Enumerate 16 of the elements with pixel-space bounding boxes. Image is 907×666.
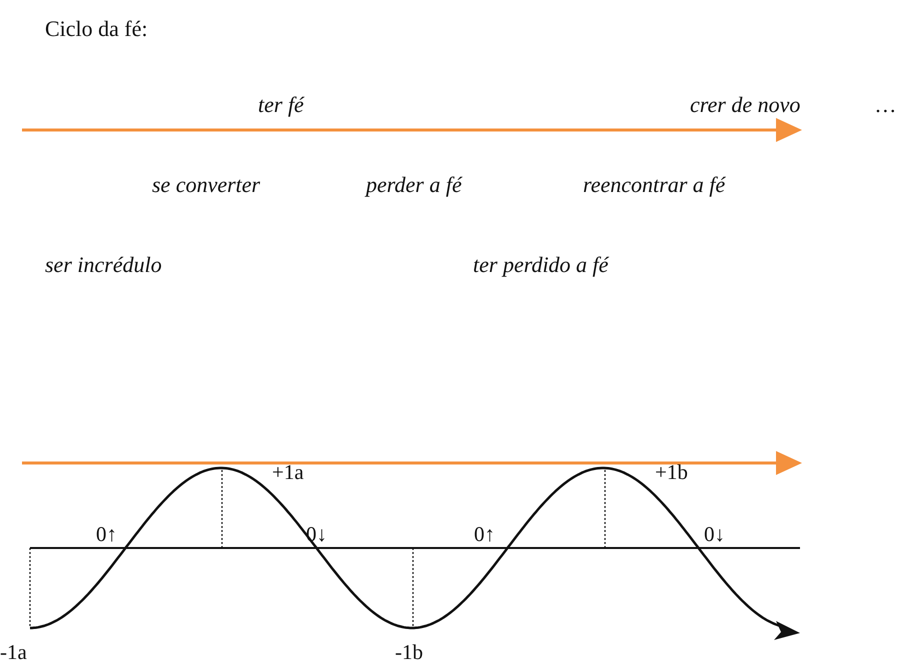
wave-point-label: 0↑ [474,522,495,547]
wave-point-label: -1b [395,640,423,665]
wave-point-label: 0↑ [96,522,117,547]
wave-point-label: +1b [655,460,688,485]
stage-label: ter fé [258,92,304,118]
stage-label: ter perdido a fé [473,252,608,278]
stage-label: se converter [152,172,260,198]
wave-point-label: -1a [0,640,27,665]
stage-label: … [876,92,896,118]
stage-label: crer de novo [690,92,800,118]
wave-point-label: +1a [272,460,304,485]
stage-label: reencontrar a fé [583,172,726,198]
wave-point-label: 0↓ [704,522,725,547]
title: Ciclo da fé: [45,16,148,42]
stage-label: perder a fé [366,172,462,198]
stage-label: ser incrédulo [45,252,162,278]
